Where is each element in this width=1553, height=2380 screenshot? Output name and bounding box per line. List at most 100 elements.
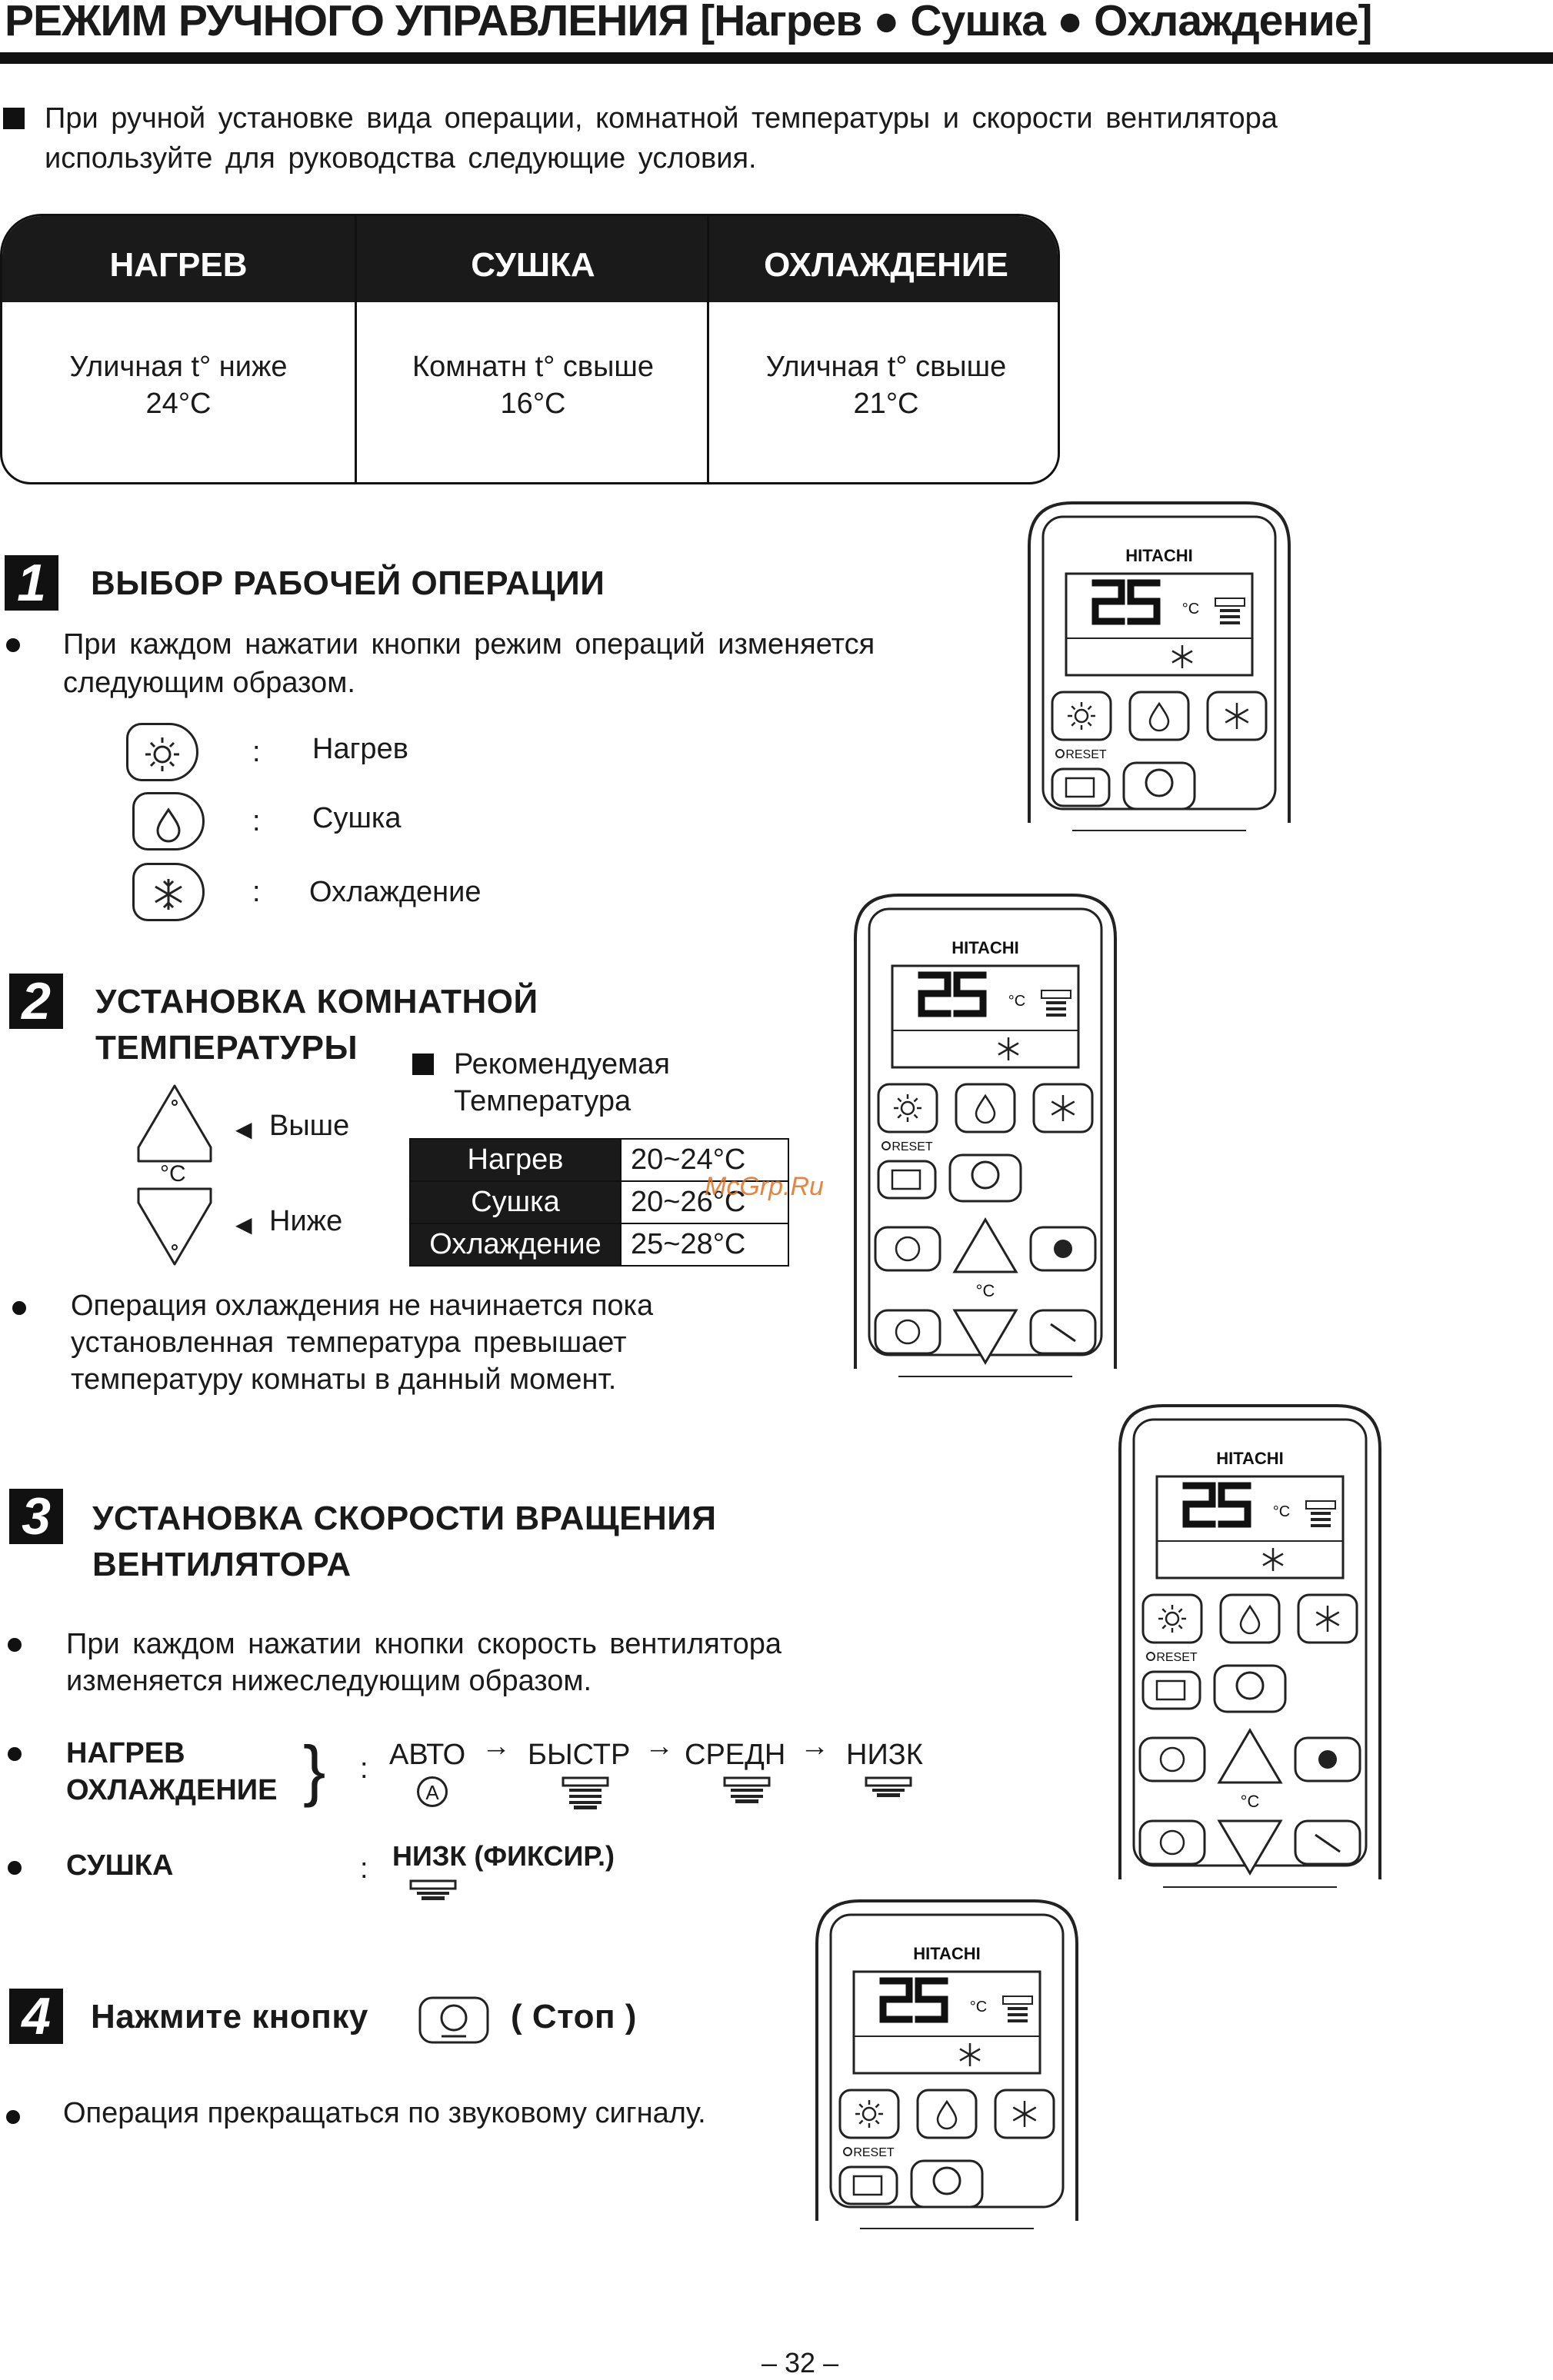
snowflake-icon [998,1042,1019,1056]
reset-indicator [1055,749,1065,758]
sun-icon [900,1100,915,1116]
drop-icon [975,1093,996,1124]
mode-label-cool: Охлаждение [309,876,482,908]
speed-auto: АВТО [389,1739,466,1771]
fan-low-icon [865,1776,912,1797]
up-label: Выше [269,1110,350,1142]
timer-button [838,2165,898,2205]
section-1-text-1: При каждом нажатии кнопки режим операций… [63,628,875,661]
section-1-title: ВЫБОР РАБОЧЕЙ ОПЕРАЦИИ [91,564,605,602]
sun-icon [1165,1611,1180,1626]
fan-bar [1008,2013,1028,2016]
reset-label: RESET [891,1140,933,1153]
rec-mode-heat: Нагрев [409,1138,622,1182]
section-3-number: 3 [9,1489,63,1544]
section-3-title-1: УСТАНОВКА СКОРОСТИ ВРАЩЕНИЯ [92,1500,717,1537]
title-rule [0,52,1553,64]
section-4-stop-label: ( Стоп ) [511,1998,637,2035]
watermark: McGrp.Ru [705,1172,824,1201]
sun-ray [1178,1608,1183,1613]
page-number: – 32 – [762,2347,839,2378]
conditions-header-cool: ОХЛАЖДЕНИЕ [764,246,1008,284]
conditions-heat-line1: Уличная t° ниже [69,351,288,383]
auto-fan-icon: A [417,1776,448,1807]
section-1-text-2: следующим образом. [63,667,355,699]
rec-range-dry: 20~26°C [620,1180,789,1224]
clock-icon [1159,1829,1185,1856]
sun-icon [1074,708,1089,724]
down-label: Ниже [269,1205,343,1237]
section-2-title-1: УСТАНОВКА КОМНАТНОЙ [95,983,538,1020]
heat-button [1141,1593,1203,1644]
fan-medium-icon [723,1776,771,1803]
conditions-cool-line1: Уличная t° свыше [765,351,1007,383]
dry-button [1219,1593,1281,1644]
timer-button [1141,1670,1201,1710]
brand-label: HITACHI [1125,546,1193,565]
digit-segment [1091,579,1125,625]
drop-icon [156,807,181,843]
bullet-icon [8,1747,22,1761]
snowflake-icon [1315,1611,1340,1626]
digit-segment [1182,1482,1216,1528]
temp-up-button [952,1217,1018,1273]
snowflake-icon [155,879,182,910]
sun-ray [913,1113,918,1119]
mode-label-dry: Сушка [312,802,402,834]
intro-line-1: При ручной установке вида операции, комн… [45,102,1278,135]
rec-mode-cool: Охлаждение [409,1223,622,1267]
timer-on-button [1138,1736,1206,1783]
reset-label: RESET [853,2146,895,2159]
sun-ray [1178,1624,1183,1629]
fan-icon [1054,1240,1072,1258]
cool-key [132,863,205,921]
bullet-icon [12,1301,26,1315]
heat-button [1051,691,1112,741]
dry-button [916,2089,978,2139]
conditions-column-heat: НАГРЕВ Уличная t° ниже 24°C [2,216,355,482]
reset-indicator [1146,1652,1155,1661]
drop-icon [1148,701,1170,732]
fan-icon [1318,1750,1337,1769]
stop-icon [1235,1671,1265,1700]
temperature-unit: °C [160,1161,186,1187]
fan-low-icon [409,1879,457,1900]
fan-bar [1220,615,1240,618]
heat-button [877,1083,938,1133]
section-3-text-2: изменяется нижеследующим образом. [66,1665,592,1697]
speed-high: БЫСТР [528,1739,631,1771]
fan-bar [1220,621,1240,624]
temp-unit: °C [976,1281,995,1300]
fan-bar [1311,1518,1331,1521]
sun-ray [897,1097,902,1103]
dry-key [132,792,205,850]
section-2-note-2: установленная температура превышает [71,1326,627,1359]
sun-ray [858,2119,864,2125]
sun-ray [1161,1608,1167,1613]
temp-unit: °C [1241,1792,1260,1811]
temp-down-button [1217,1819,1283,1876]
rec-mode-dry: Сушка [409,1180,622,1224]
digit-segment [953,971,987,1017]
sun-icon [145,737,179,771]
fan-group-heat: НАГРЕВ [66,1737,185,1769]
mode-colon-1: : [252,736,261,768]
digit-segment [1218,1482,1251,1528]
dry-button [1128,691,1190,741]
louver-icon [1315,1833,1341,1853]
fan-bar [1220,609,1240,612]
stop-button [1213,1664,1287,1713]
recommended-title-1: Рекомендуемая [454,1048,670,1080]
snowflake-icon [1051,1100,1075,1116]
heat-key [126,723,198,781]
reset-indicator [881,1141,891,1150]
bullet-icon [6,2110,20,2124]
snowflake-icon [1262,1553,1284,1566]
display-unit: °C [970,1999,987,2016]
fan-group-cool: ОХЛАЖДЕНИЕ [66,1774,278,1806]
